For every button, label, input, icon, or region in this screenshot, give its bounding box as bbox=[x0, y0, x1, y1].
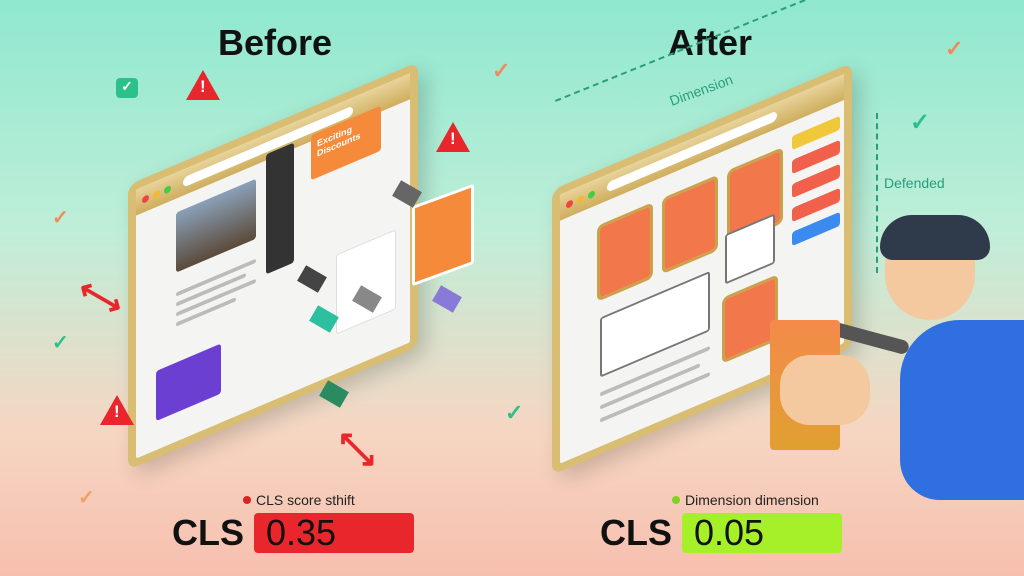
reserved-box bbox=[662, 174, 718, 274]
reserved-box bbox=[722, 274, 778, 364]
character-shirt bbox=[900, 320, 1024, 500]
before-title: Before bbox=[218, 22, 333, 63]
dark-sidebar bbox=[266, 142, 294, 275]
after-caption-text: Dimension dimension bbox=[685, 492, 819, 508]
reserved-box bbox=[597, 202, 653, 302]
check-icon: ✓ bbox=[78, 487, 95, 509]
defended-label: Defended bbox=[884, 175, 945, 191]
after-cls-score: 0.05 bbox=[682, 513, 842, 553]
promo-card bbox=[156, 343, 221, 422]
product-list bbox=[336, 229, 396, 335]
character-hand bbox=[780, 355, 870, 425]
double-arrow-icon: ⟷ bbox=[72, 269, 130, 325]
check-icon: ✓ bbox=[116, 78, 138, 98]
check-icon: ✓ bbox=[505, 400, 524, 425]
after-caption: Dimension dimension bbox=[672, 492, 819, 508]
dimension-label: Dimension bbox=[667, 71, 735, 109]
before-cls-score: 0.35 bbox=[254, 513, 414, 553]
warning-icon: ! bbox=[186, 70, 220, 100]
cls-label: CLS bbox=[172, 512, 244, 553]
before-browser-window: Exciting Discounts bbox=[128, 61, 418, 470]
floating-ad-card bbox=[412, 183, 474, 287]
warning-icon: ! bbox=[100, 395, 134, 425]
check-icon: ✓ bbox=[945, 36, 964, 61]
before-caption-text: CLS score sthift bbox=[256, 492, 355, 508]
after-title: After bbox=[668, 22, 753, 63]
cls-label: CLS bbox=[600, 512, 672, 553]
check-icon: ✓ bbox=[492, 58, 511, 83]
warning-icon: ! bbox=[436, 122, 470, 152]
double-arrow-icon: ⟷ bbox=[328, 420, 387, 478]
before-caption: CLS score sthift bbox=[243, 492, 355, 508]
check-icon: ✓ bbox=[52, 207, 69, 229]
check-icon: ✓ bbox=[910, 109, 931, 136]
defended-line bbox=[876, 113, 878, 273]
check-icon: ✓ bbox=[52, 332, 69, 354]
character-hair bbox=[880, 215, 990, 260]
